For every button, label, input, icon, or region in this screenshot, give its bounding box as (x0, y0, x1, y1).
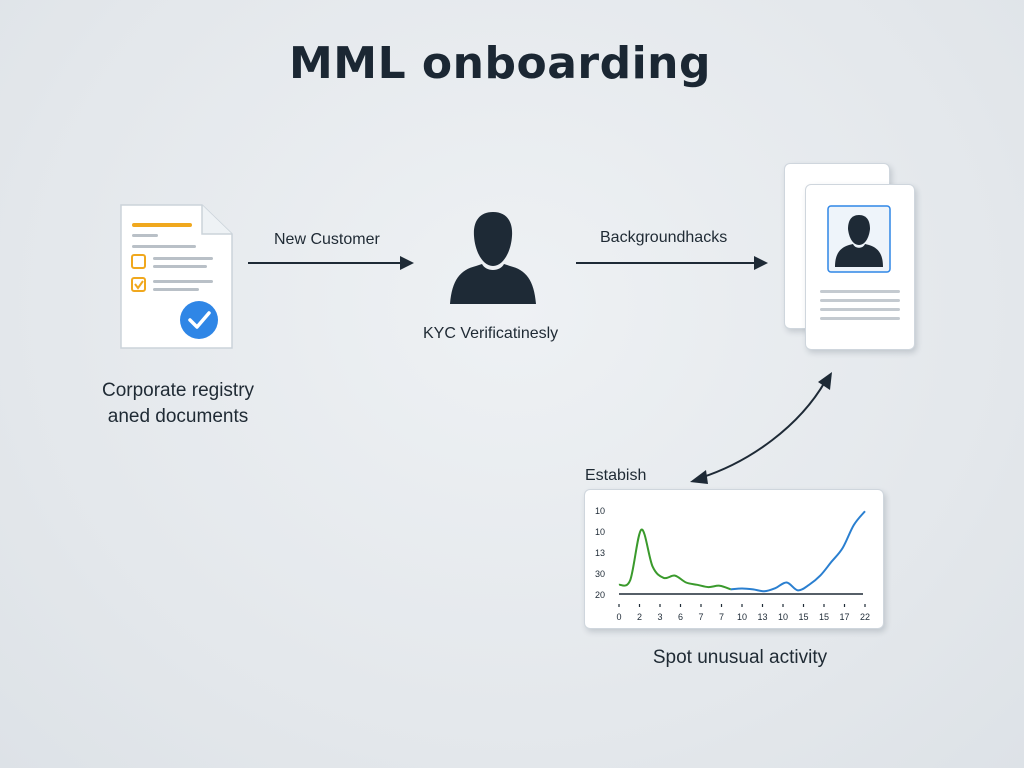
y-tick-label: 10 (595, 506, 605, 516)
series-line-1 (618, 528, 732, 591)
x-tick-label: 7 (698, 612, 703, 622)
line-chart: 10 10 13 30 20 0 2 3 6 7 7 10 13 10 15 15 17 22 (595, 506, 870, 622)
profile-card-icon (805, 184, 915, 350)
x-tick-label: 17 (839, 612, 849, 622)
x-tick-label: 15 (798, 612, 808, 622)
y-tick-label: 20 (595, 590, 605, 600)
x-tick-label: 2 (637, 612, 642, 622)
series-line-2 (730, 510, 866, 593)
x-tick-label: 10 (737, 612, 747, 622)
line-chart-icon: 10 10 13 30 20 0 2 3 6 7 7 10 13 10 15 15 17 22 (584, 489, 884, 629)
documents-caption-line1: Corporate registry (101, 380, 255, 401)
x-tick-label: 10 (778, 612, 788, 622)
documents-caption-line2: aned documents (107, 406, 249, 427)
x-tick-label: 6 (678, 612, 683, 622)
y-tick-label: 10 (595, 527, 605, 537)
x-tick-label: 3 (657, 612, 662, 622)
arrow-right-2 (576, 256, 768, 270)
diagram-title: MML onboarding (289, 38, 711, 89)
x-tick-label: 0 (616, 612, 621, 622)
y-tick-label: 13 (595, 548, 605, 558)
x-tick-label: 22 (860, 612, 870, 622)
chart-caption: Spot unusual activity (652, 647, 828, 668)
customer-caption: KYC Verificatinesly (423, 325, 559, 342)
x-tick-label: 13 (757, 612, 767, 622)
y-tick-label: 30 (595, 569, 605, 579)
person-icon (450, 212, 536, 304)
arrow-right-1 (248, 256, 414, 270)
arrow2-label: Backgroundhacks (600, 229, 728, 246)
arrow3-label: Estabish (585, 467, 647, 484)
arrow1-label: New Customer (274, 231, 380, 248)
x-tick-label: 15 (819, 612, 829, 622)
x-tick-label: 7 (719, 612, 724, 622)
double-arrow-curve (690, 372, 832, 484)
document-checklist-icon (118, 202, 236, 352)
